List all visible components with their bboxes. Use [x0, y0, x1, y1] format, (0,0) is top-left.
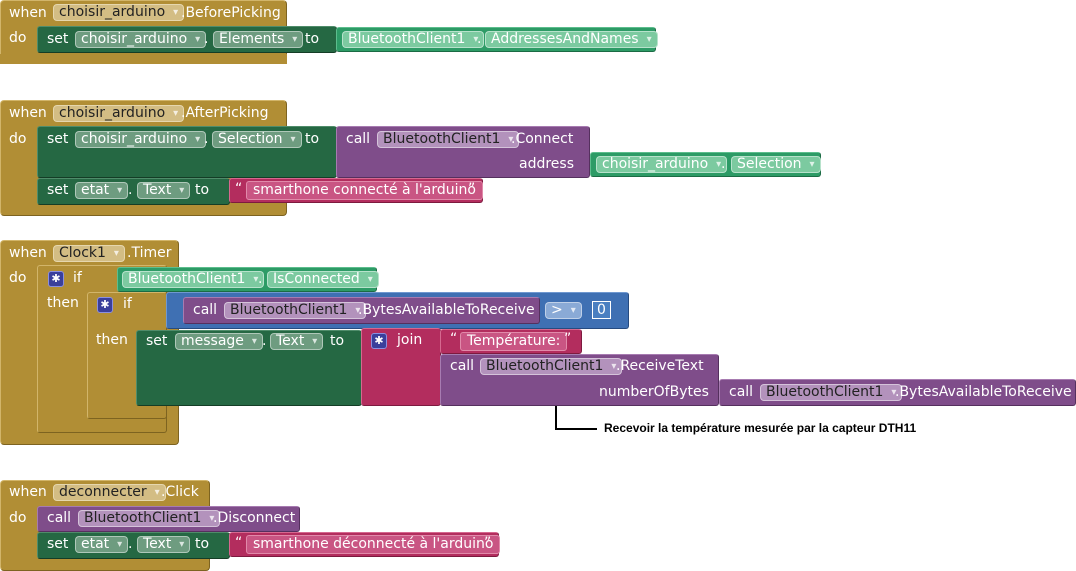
call-method-name: .ReceiveText — [616, 358, 704, 374]
set-block-etat-text[interactable] — [37, 178, 230, 205]
set-label: set — [146, 333, 168, 349]
do-label: do — [9, 30, 27, 46]
compare-operator-dropdown[interactable]: > — [545, 302, 582, 319]
dot-label: . — [204, 131, 209, 147]
getter-property-dropdown[interactable]: AddressesAndNames — [485, 31, 658, 48]
set-label: set — [47, 182, 69, 198]
to-label: to — [305, 131, 320, 147]
set-component-dropdown[interactable]: choisir_arduino — [75, 31, 207, 48]
set-block-etat-text[interactable] — [37, 532, 230, 559]
event-name: .Click — [161, 484, 199, 500]
component-dropdown[interactable]: deconnecter — [53, 484, 166, 501]
dot-label: . — [128, 536, 133, 552]
getter-property-dropdown[interactable]: IsConnected — [267, 271, 379, 288]
dot-label: . — [262, 333, 267, 349]
component-dropdown[interactable]: choisir_arduino — [53, 105, 185, 122]
set-property-dropdown[interactable]: Text — [137, 182, 191, 199]
component-dropdown[interactable]: Clock1 — [53, 245, 125, 262]
dot-label: . — [477, 31, 482, 47]
if-label: if — [73, 270, 82, 286]
set-component-dropdown[interactable]: etat — [75, 182, 129, 199]
gear-icon[interactable]: ✱ — [97, 297, 113, 313]
close-quote-icon: ” — [484, 535, 492, 551]
call-method-name: .BytesAvailableToReceive — [358, 302, 535, 318]
component-dropdown[interactable]: choisir_arduino — [53, 4, 185, 21]
getter-component-dropdown[interactable]: choisir_arduino — [596, 156, 728, 173]
to-label: to — [330, 333, 345, 349]
gear-icon[interactable]: ✱ — [371, 333, 387, 349]
call-label: call — [729, 384, 754, 400]
then-label: then — [96, 332, 128, 348]
when-label: when — [9, 5, 47, 21]
set-property-dropdown[interactable]: Elements — [213, 31, 304, 48]
set-label: set — [47, 536, 69, 552]
do-label: do — [9, 270, 27, 286]
do-label: do — [9, 131, 27, 147]
when-label: when — [9, 245, 47, 261]
call-component-dropdown[interactable]: BluetoothClient1 — [760, 384, 903, 401]
event-name: .Timer — [127, 245, 172, 261]
call-component-dropdown[interactable]: BluetoothClient1 — [78, 510, 221, 527]
call-method-name: .BytesAvailableToReceive — [895, 384, 1072, 400]
getter-property-dropdown[interactable]: Selection — [731, 156, 821, 173]
to-label: to — [305, 31, 320, 47]
then-label: then — [47, 295, 79, 311]
text-value[interactable]: smarthone connecté à l'arduino — [246, 181, 483, 200]
open-quote-icon: “ — [235, 535, 243, 551]
set-component-dropdown[interactable]: choisir_arduino — [75, 131, 207, 148]
when-label: when — [9, 105, 47, 121]
join-label: join — [397, 332, 423, 348]
getter-component-dropdown[interactable]: BluetoothClient1 — [122, 271, 265, 288]
set-component-dropdown[interactable]: message — [175, 333, 263, 350]
call-label: call — [193, 302, 218, 318]
open-quote-icon: “ — [450, 331, 458, 347]
gear-icon[interactable]: ✱ — [48, 271, 64, 287]
set-property-dropdown[interactable]: Selection — [212, 131, 302, 148]
call-component-dropdown[interactable]: BluetoothClient1 — [224, 302, 367, 319]
set-component-dropdown[interactable]: etat — [75, 536, 129, 553]
event-name: .BeforePicking — [181, 5, 281, 21]
do-label: do — [9, 510, 27, 526]
to-label: to — [195, 182, 210, 198]
when-label: when — [9, 484, 47, 500]
set-label: set — [47, 131, 69, 147]
call-method-name: .Disconnect — [213, 510, 296, 526]
close-quote-icon: ” — [564, 331, 572, 347]
annotation-line-horizontal — [555, 428, 597, 430]
call-label: call — [47, 510, 72, 526]
call-component-dropdown[interactable]: BluetoothClient1 — [377, 131, 520, 148]
annotation-line-vertical — [555, 406, 557, 430]
event-block-before-picking-bottom — [0, 54, 287, 64]
call-label: call — [450, 358, 475, 374]
set-label: set — [47, 31, 69, 47]
text-value[interactable]: Température: — [460, 332, 568, 351]
dot-label: . — [128, 182, 133, 198]
annotation-text: Recevoir la température mesurée par la c… — [604, 421, 917, 435]
call-method-name: .Connect — [511, 131, 574, 147]
call-label: call — [346, 131, 371, 147]
call-component-dropdown[interactable]: BluetoothClient1 — [480, 358, 623, 375]
dot-label: . — [721, 156, 726, 172]
text-value[interactable]: smarthone déconnecté à l'arduino — [246, 535, 501, 554]
to-label: to — [195, 536, 210, 552]
dot-label: . — [204, 31, 209, 47]
number-value[interactable]: 0 — [592, 301, 611, 319]
set-property-dropdown[interactable]: Text — [137, 536, 191, 553]
bytes-param-label: numberOfBytes — [599, 384, 709, 400]
address-param-label: address — [519, 156, 575, 172]
close-quote-icon: ” — [468, 181, 476, 197]
open-quote-icon: “ — [235, 181, 243, 197]
getter-component-dropdown[interactable]: BluetoothClient1 — [342, 31, 485, 48]
set-property-dropdown[interactable]: Text — [270, 333, 324, 350]
event-name: .AfterPicking — [181, 105, 269, 121]
dot-label: . — [258, 271, 263, 287]
if-label: if — [123, 296, 132, 312]
